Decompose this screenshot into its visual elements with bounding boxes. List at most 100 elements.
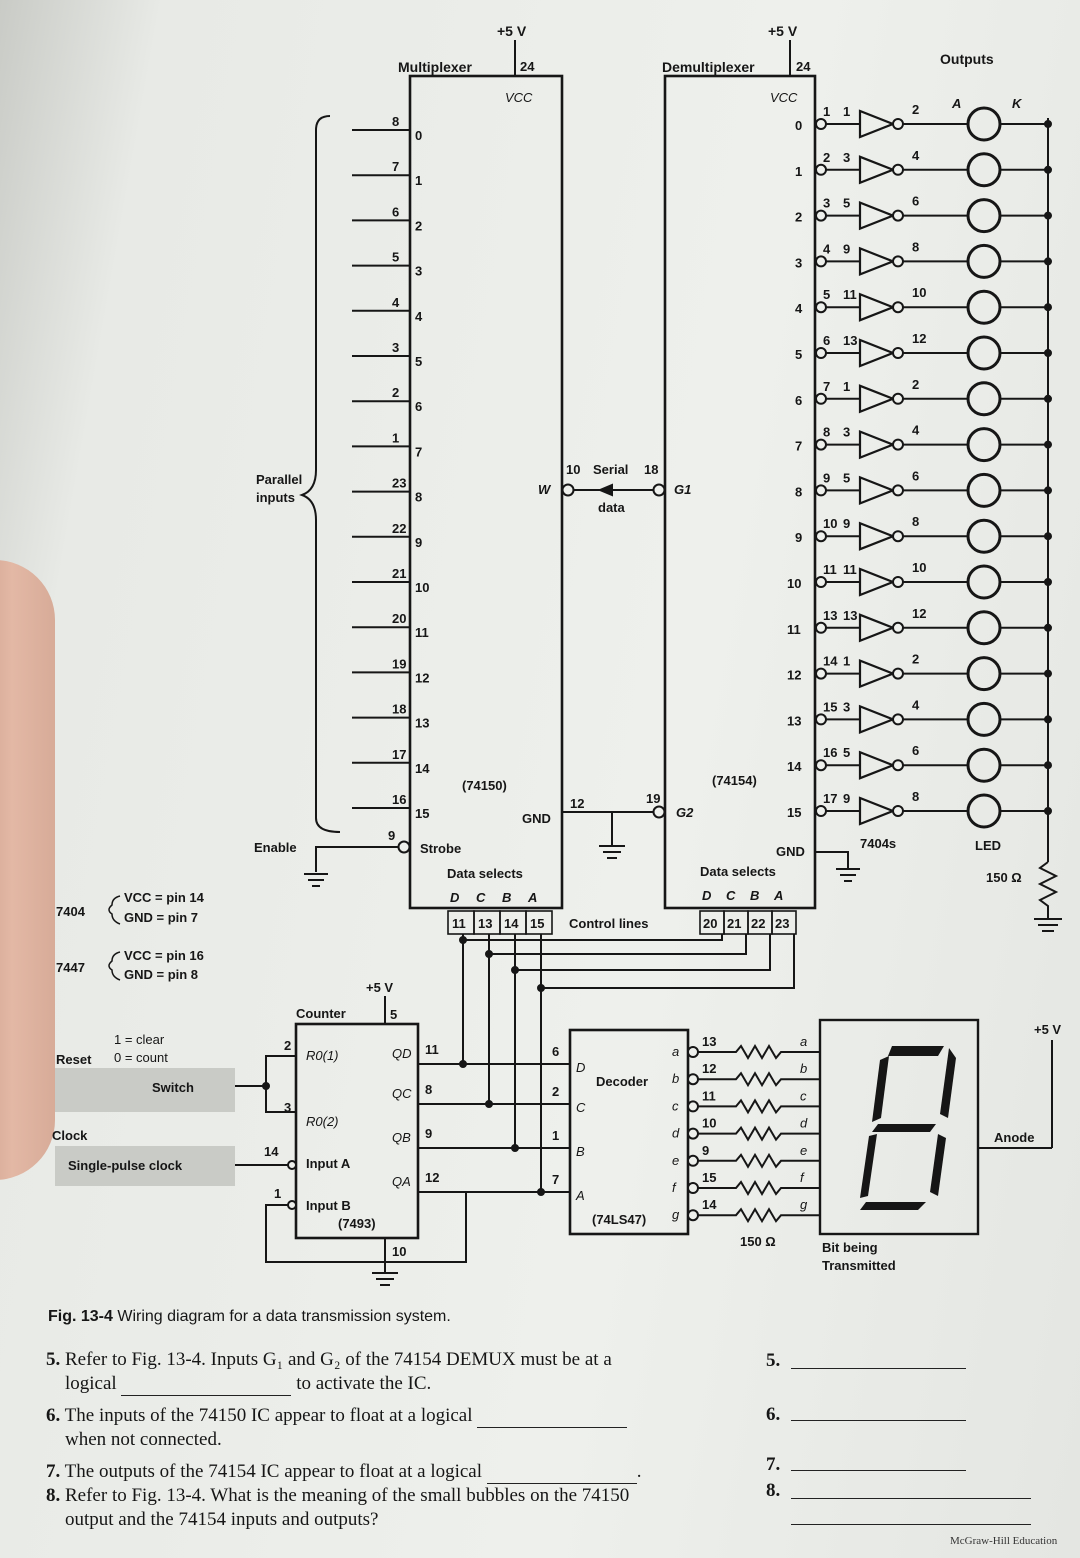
mux-select-pin: 14 — [504, 916, 519, 931]
mux-data-number: 10 — [415, 580, 429, 595]
inverter-output-pin: 2 — [912, 377, 919, 392]
counter-r2: R0(2) — [306, 1114, 339, 1129]
decoder-input-letter: C — [576, 1100, 586, 1115]
answer-6-line[interactable] — [791, 1402, 966, 1421]
mux-input-pin: 1 — [392, 430, 399, 445]
demux-output-bubble — [815, 667, 827, 680]
answer-5-line[interactable] — [791, 1350, 966, 1369]
decoder-output-bubble — [687, 1209, 699, 1222]
inverter-output-pin: 6 — [912, 743, 919, 758]
mux-w-pin: 10 — [566, 462, 580, 477]
led — [966, 335, 1002, 371]
clock-label: Clock — [52, 1128, 88, 1143]
decoder-output-pin: 13 — [702, 1034, 716, 1049]
question-7-blank[interactable] — [486, 1465, 637, 1484]
demux-output-number: 11 — [787, 622, 801, 637]
demux-select-letter: A — [773, 888, 783, 903]
segment-resistor — [698, 1180, 820, 1196]
counter-output-name: QD — [392, 1046, 412, 1061]
demux-output-pin: 8 — [823, 425, 830, 440]
junction-dot — [1044, 807, 1052, 815]
decoder-output-pin: 11 — [702, 1088, 716, 1103]
junction-dot — [1044, 715, 1052, 724]
inverter-bubble — [892, 530, 904, 543]
decoder-segment-letter: a — [672, 1044, 679, 1059]
mux-input-pin: 21 — [392, 566, 406, 581]
inverter-gate — [858, 338, 897, 368]
question-6: 6. The inputs of the 74150 IC appear to … — [46, 1404, 746, 1452]
publisher-credit: McGraw-Hill Education — [950, 1535, 1058, 1547]
mux-data-number: 14 — [415, 761, 430, 776]
decoder-segment-letter: d — [672, 1126, 680, 1141]
g2-pin: 19 — [646, 791, 660, 806]
demux-output-bubble — [815, 301, 827, 314]
g1-label: G1 — [674, 482, 691, 497]
decoder-input-pin: 2 — [552, 1084, 559, 1099]
mux-data-number: 15 — [415, 806, 429, 821]
demux-output-pin: 11 — [823, 562, 837, 577]
inverter-gate — [858, 521, 897, 551]
junction-dot — [1044, 211, 1052, 220]
question-7-text-a: The outputs of the 74154 IC appear to fl… — [64, 1461, 483, 1482]
decoder-output-bubble — [687, 1073, 699, 1086]
answer-8-line-2[interactable] — [791, 1506, 1031, 1525]
answer-5-number: 5. — [766, 1350, 781, 1371]
serial-data-label: data — [598, 500, 626, 515]
enable-label: Enable — [254, 840, 297, 855]
demux-output-number: 8 — [795, 484, 802, 499]
led — [966, 610, 1002, 646]
demux-selects-label: Data selects — [700, 864, 776, 879]
demux-output-number: 0 — [795, 118, 802, 133]
counter-output-pin: 9 — [425, 1126, 432, 1141]
inverter-bubble — [892, 209, 904, 222]
demux-part: (74154) — [712, 773, 757, 788]
junction-dot — [1044, 486, 1052, 495]
counter-part: (7493) — [338, 1216, 376, 1231]
answer-8-line[interactable] — [791, 1480, 1031, 1499]
demux-gnd-label: GND — [776, 844, 805, 859]
serial-label: Serial — [593, 462, 628, 477]
segment-resistor — [698, 1125, 820, 1142]
inverter-output-pin: 8 — [912, 514, 919, 529]
decoder-output-pin: 14 — [702, 1197, 717, 1212]
resistor-segment-label: f — [800, 1170, 805, 1185]
demux-output-pin: 5 — [823, 287, 830, 302]
inverter-input-pin: 5 — [843, 196, 850, 211]
answer-7-line[interactable] — [791, 1452, 966, 1471]
question-6-text-b: when not connected. — [65, 1429, 222, 1450]
demux-select-letter: D — [702, 888, 712, 903]
led — [966, 243, 1002, 279]
junction-dot — [1044, 120, 1052, 128]
switch-panel — [55, 1068, 235, 1112]
inverter-input-pin: 13 — [843, 333, 857, 348]
decoder-output-bubble — [687, 1127, 699, 1140]
decoder-resistor-label: 150 Ω — [740, 1234, 776, 1249]
reset-opt0: 0 = count — [114, 1050, 168, 1065]
inverter-input-pin: 11 — [843, 287, 857, 302]
clock-panel — [55, 1146, 235, 1186]
led — [966, 289, 1002, 325]
mux-input-pin: 3 — [392, 340, 399, 355]
inverter-output-pin: 4 — [912, 148, 920, 163]
switch-label[interactable]: Switch — [152, 1080, 194, 1095]
counter-output-pin: 8 — [425, 1082, 432, 1097]
demux-select-pin: 23 — [775, 916, 789, 931]
question-6-blank[interactable] — [477, 1409, 628, 1428]
led — [966, 381, 1002, 417]
control-lines — [418, 934, 795, 1196]
demux-output-number: 2 — [795, 210, 802, 225]
inverter-bubble — [892, 392, 904, 405]
decoder-output-bubble — [687, 1046, 699, 1058]
decoder-input-letter: A — [575, 1188, 585, 1203]
demux-output-number: 3 — [795, 255, 802, 270]
question-5-blank[interactable] — [121, 1377, 292, 1396]
mux-data-number: 5 — [415, 354, 422, 369]
mux-data-number: 12 — [415, 670, 429, 685]
single-pulse-label[interactable]: Single-pulse clock — [68, 1158, 183, 1173]
figure-caption-text: Wiring diagram for a data transmission s… — [117, 1308, 451, 1325]
demux-output-bubble — [815, 209, 827, 222]
mux-input-pin: 19 — [392, 656, 406, 671]
mux-strobe-pin: 9 — [388, 828, 395, 843]
inverter-gate — [858, 155, 897, 185]
